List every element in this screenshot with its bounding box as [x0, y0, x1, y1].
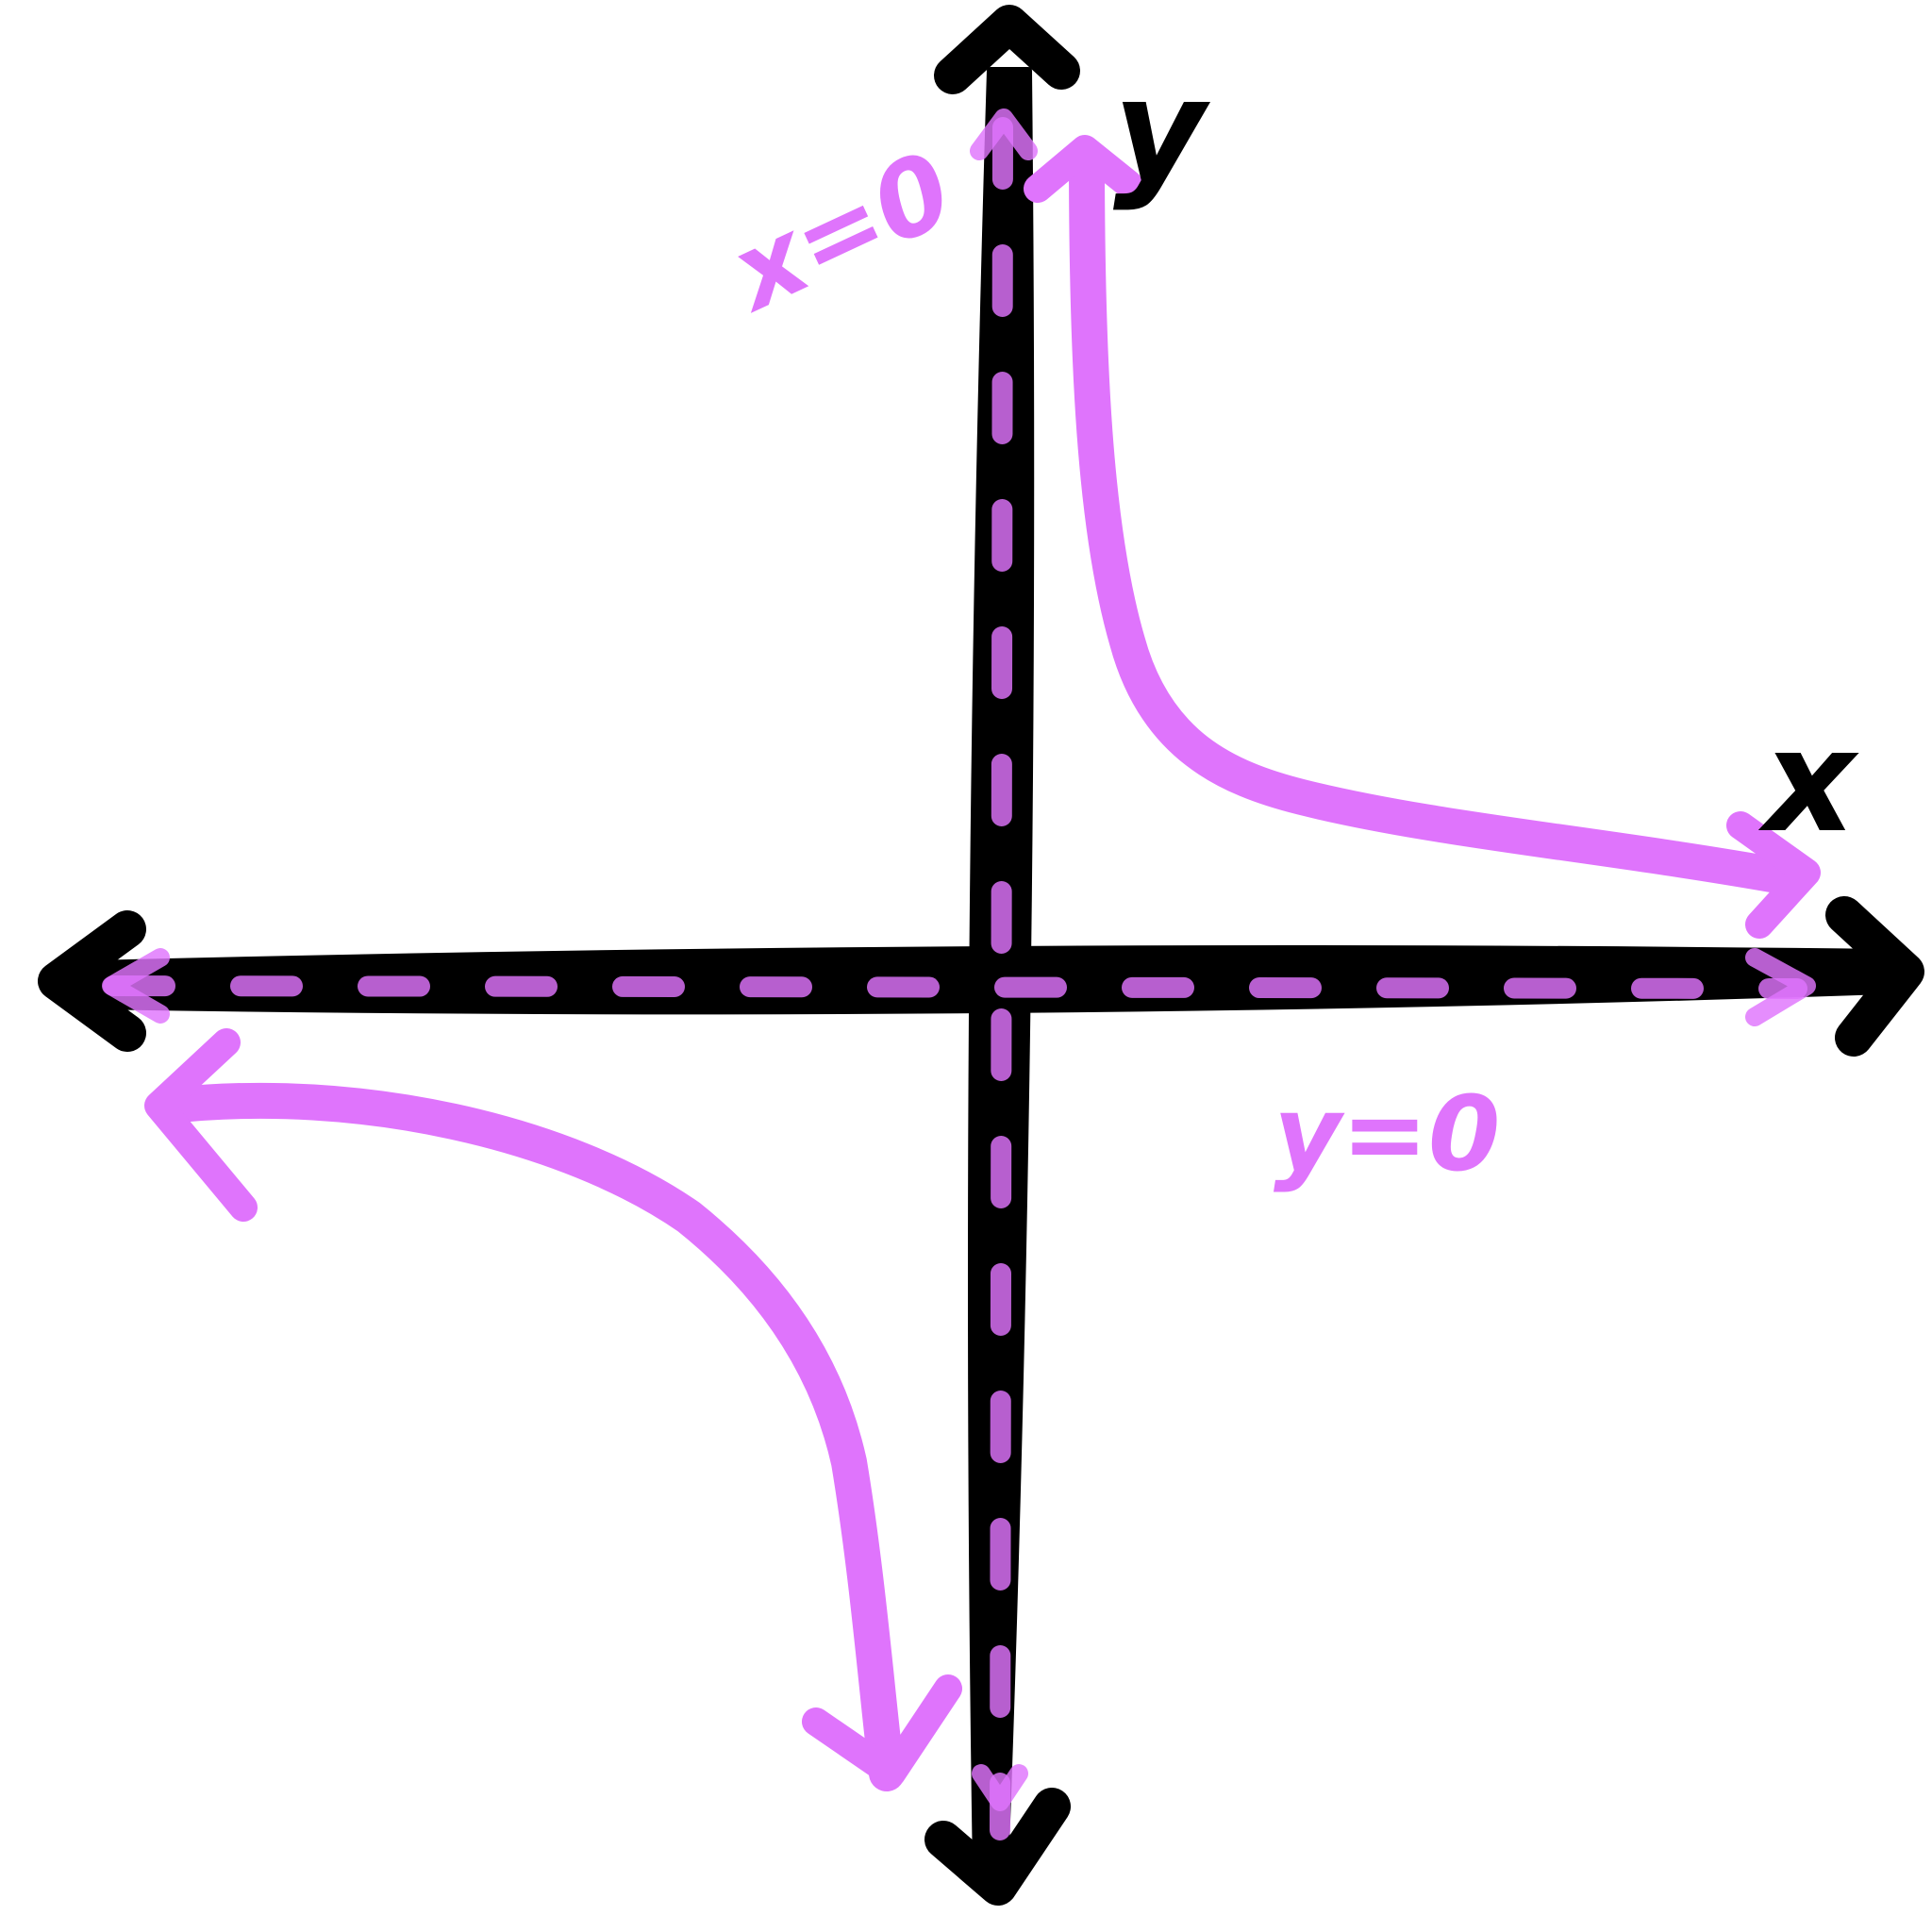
hyperbola-branch-lower-left: [152, 1082, 905, 1791]
asymptotes: [102, 108, 1816, 1840]
upper-right-branch-right-arrowhead: [1726, 811, 1821, 939]
hyperbola-branch-upper-right: [1069, 138, 1806, 895]
horizontal-asymptote-right-arrowhead: [1745, 948, 1816, 1026]
hyperbola-curve: [144, 135, 1821, 1791]
upper-right-branch-top-arrowhead: [1024, 135, 1142, 203]
lower-left-branch-bottom-arrowhead: [802, 1674, 962, 1788]
vertical-asymptote-bottom-arrowhead: [972, 1764, 1028, 1811]
y-axis-line: [968, 67, 1035, 1876]
labels: y x x=0 y=0: [709, 49, 1859, 1194]
lower-left-branch-left-arrowhead: [144, 1028, 258, 1222]
y-axis-bottom-arrowhead: [924, 1788, 1071, 1906]
x-axis-left-arrowhead: [38, 910, 146, 1052]
x-axis-right-arrowhead: [1825, 896, 1924, 1057]
y-axis-label: y: [1113, 49, 1211, 213]
x-axis-label: x: [1757, 700, 1859, 864]
vertical-asymptote-dashed: [990, 117, 1013, 1840]
horizontal-asymptote-label: y=0: [1274, 1074, 1500, 1194]
y-axis-top-arrowhead: [934, 5, 1080, 94]
vertical-asymptote-label: x=0: [709, 128, 970, 335]
axes: [38, 5, 1924, 1906]
vertical-asymptote-top-arrowhead: [970, 108, 1038, 160]
horizontal-asymptote-dashed: [103, 975, 1807, 999]
horizontal-asymptote-left-arrowhead: [102, 948, 170, 1024]
